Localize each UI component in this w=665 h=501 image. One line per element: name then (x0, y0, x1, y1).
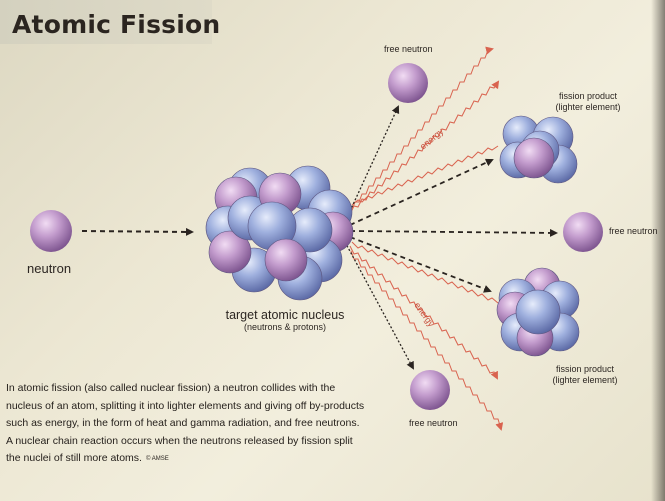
target-nucleus (205, 165, 354, 301)
fission-product-top-title: fission product (558, 91, 618, 101)
target-nucleus-label: target atomic nucleus (neutrons & proton… (220, 308, 350, 333)
incoming-neutron (30, 210, 72, 252)
free-neutron-top-label: free neutron (384, 44, 433, 54)
energy-label-bottom: energy (412, 300, 436, 329)
target-nucleus-note: (neutrons & protons) (243, 322, 327, 332)
description-text: In atomic fission (also called nuclear f… (6, 382, 365, 464)
nucleon-neutron (264, 238, 308, 282)
free-neutron-right-arrow (349, 228, 558, 237)
credit-mark: © AMSE (145, 456, 169, 462)
neutron-label: neutron (27, 261, 72, 276)
free-neutron-top-arrow (344, 105, 400, 223)
free-neutron-bottom-arrow (344, 241, 414, 370)
fission-product-top-arrow (349, 158, 494, 226)
page-title: Atomic Fission (12, 10, 221, 39)
fission-product-top-label: fission product (lighter element) (548, 91, 628, 113)
energy-ray (350, 250, 504, 431)
free-neutron-bottom-label: free neutron (409, 418, 458, 428)
energy-ray (351, 46, 494, 211)
free-neutron-right (563, 212, 603, 252)
fission-product-bottom-arrow (349, 236, 492, 293)
energy-ray (349, 245, 498, 380)
free-neutron-bottom (410, 370, 450, 410)
incoming-neutron-arrow (81, 227, 194, 236)
fission-product-bottom (496, 267, 580, 357)
fission-product-bottom-label: fission product (lighter element) (545, 364, 625, 386)
energy-ray (351, 241, 499, 304)
particle-paths (81, 105, 558, 370)
title-bar: Atomic Fission (0, 0, 220, 44)
nucleon-neutron (513, 137, 555, 179)
energy-rays-upper (349, 46, 500, 215)
fission-product-bottom-title: fission product (555, 364, 615, 374)
free-neutron-top (388, 63, 428, 103)
description-paragraph: In atomic fission (also called nuclear f… (6, 380, 366, 469)
fission-product-top-note: (lighter element) (555, 102, 621, 112)
free-neutron-right-label: free neutron (609, 226, 658, 236)
energy-ray (351, 145, 499, 206)
energy-rays-lower (349, 241, 504, 431)
fission-product-top (499, 115, 578, 184)
nucleon-proton (515, 289, 561, 335)
fission-product-bottom-note: (lighter element) (552, 375, 618, 385)
target-nucleus-title: target atomic nucleus (225, 308, 345, 322)
energy-ray (349, 80, 500, 215)
nucleon-neutron (208, 230, 252, 274)
